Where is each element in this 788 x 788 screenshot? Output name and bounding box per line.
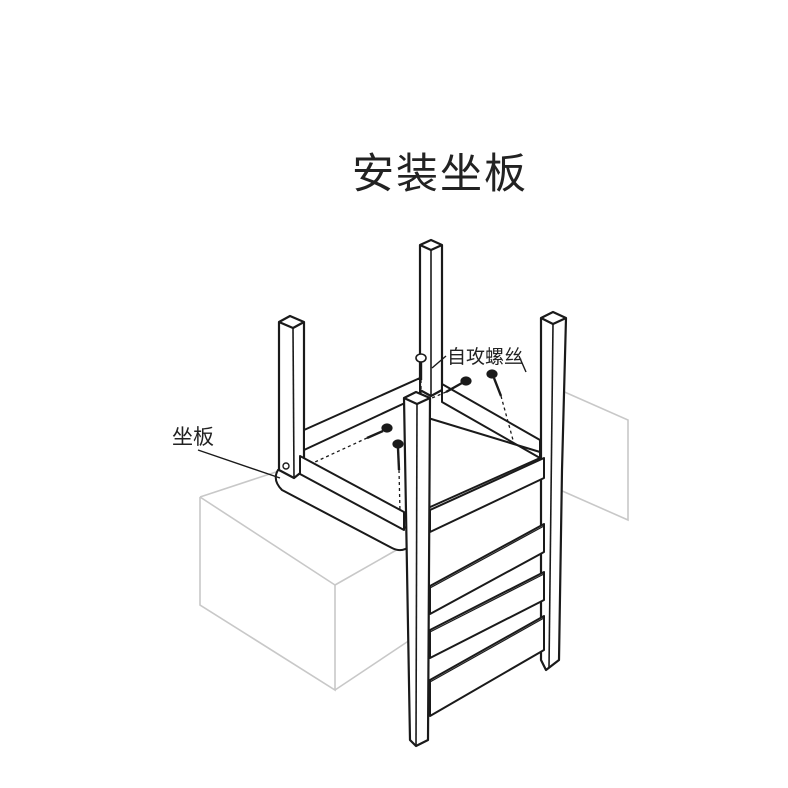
screw-middle [445,376,472,394]
screws-label: 自攻螺丝 [447,346,524,368]
screw-top [415,353,427,380]
backrest-slats [429,457,545,717]
front-right-leg [539,310,568,672]
screw-label-leader [431,355,447,369]
screw-bottom [392,439,404,471]
screw-label-leader-2 [518,355,527,373]
diagram-title: 安装坐板 [352,149,529,198]
seat-label-leader [197,449,281,479]
front-left-leg [402,390,432,748]
back-left-leg [277,314,306,480]
seat-frame [299,377,541,531]
screw-left [366,423,393,440]
screw-guides [314,380,514,513]
seat-board-label: 坐板 [172,425,214,449]
screws [366,353,503,471]
screw-right [486,369,503,397]
back-right-leg [418,238,444,398]
label-leaders [197,355,527,479]
